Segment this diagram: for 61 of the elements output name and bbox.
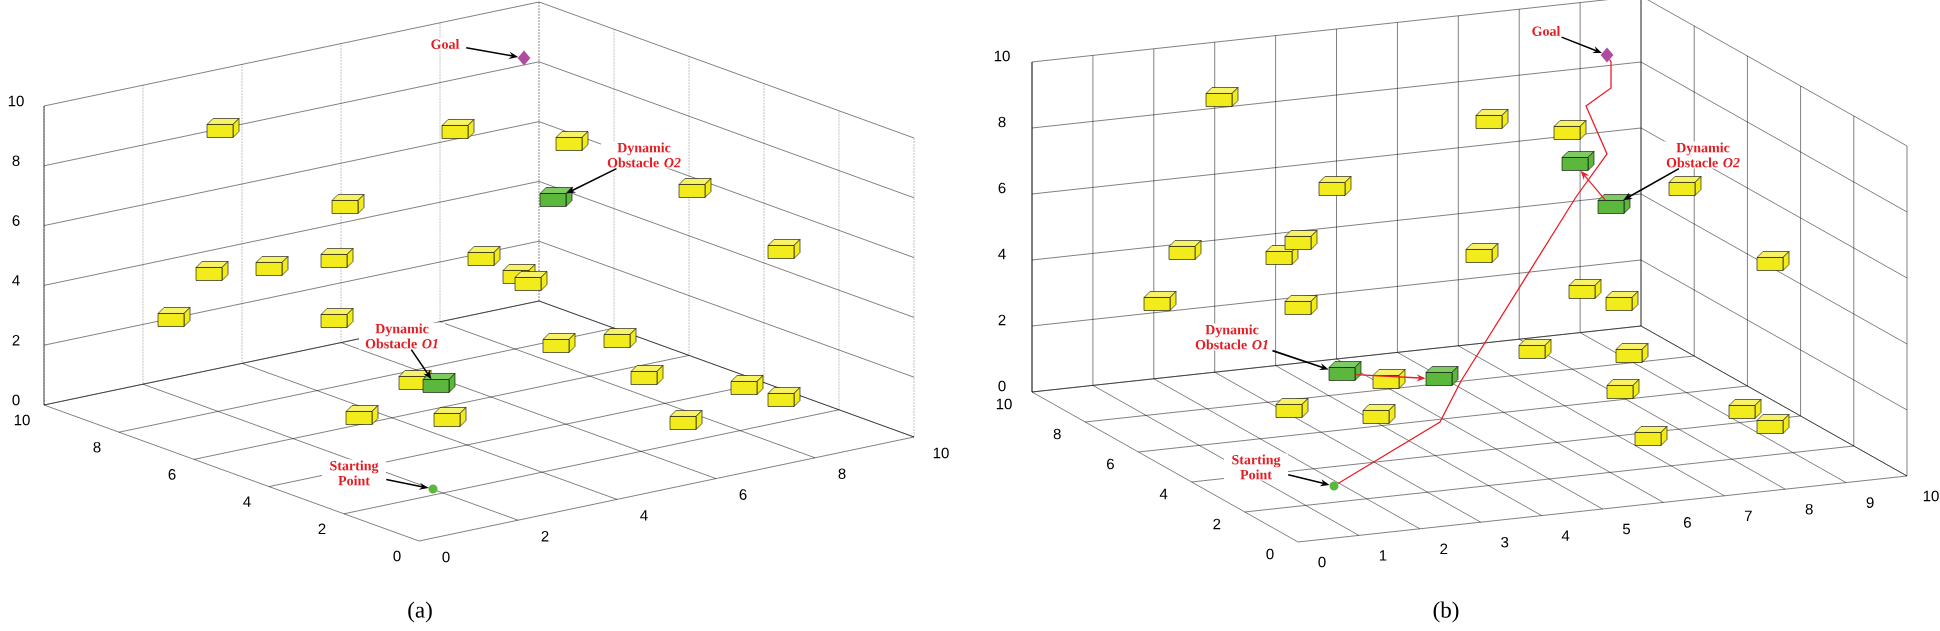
tick-label: 10 xyxy=(1923,490,1939,502)
tick-label: 2 xyxy=(1440,543,1448,555)
tick-label: 2 xyxy=(998,314,1006,326)
tick-label: 2 xyxy=(541,530,549,542)
tick-label: 0 xyxy=(442,551,450,563)
tick-label: 5 xyxy=(1622,523,1631,535)
tick-label: 2 xyxy=(12,334,20,346)
tick-label: 6 xyxy=(1684,517,1691,528)
tick-label: 3 xyxy=(1501,536,1509,548)
annotation-text: Dynamic Obstacle O2 xyxy=(601,141,687,169)
tick-label: 0 xyxy=(1318,556,1326,568)
obstacle-block xyxy=(422,373,456,393)
tick-label: 9 xyxy=(1866,497,1874,508)
tick-label: 8 xyxy=(1805,503,1813,515)
tick-label: 0 xyxy=(998,380,1006,392)
start-marker xyxy=(428,484,438,494)
goal-marker xyxy=(1600,47,1614,63)
tick-label: 6 xyxy=(1107,458,1114,470)
tick-label: 4 xyxy=(243,496,251,507)
annotation-text: Starting Point xyxy=(1224,453,1288,481)
annotation-text: Dynamic Obstacle O1 xyxy=(359,322,445,350)
tick-label: 7 xyxy=(1744,510,1752,521)
tick-label: 10 xyxy=(8,95,24,107)
obstacle-block xyxy=(539,187,573,207)
tick-label: 10 xyxy=(933,447,949,459)
tick-label: 8 xyxy=(93,441,101,453)
obstacle-block xyxy=(1561,151,1595,171)
tick-label: 0 xyxy=(1266,548,1274,560)
goal-marker xyxy=(517,50,531,66)
tick-label: 0 xyxy=(393,550,401,562)
obstacle-block xyxy=(1425,366,1459,386)
tick-label: 1 xyxy=(1379,550,1387,561)
tick-label: 8 xyxy=(838,468,846,480)
tick-label: 6 xyxy=(998,182,1006,194)
tick-label: 10 xyxy=(996,398,1012,410)
tick-label: 6 xyxy=(12,215,20,226)
tick-label: 4 xyxy=(12,275,20,286)
tick-label: 0 xyxy=(12,394,20,406)
obstacle-block xyxy=(1328,361,1362,381)
tick-label: 2 xyxy=(318,523,326,535)
tick-label: 8 xyxy=(12,155,20,167)
annotation-text: Dynamic Obstacle O1 xyxy=(1189,323,1275,351)
tick-label: 10 xyxy=(994,50,1010,62)
tick-label: 4 xyxy=(1561,530,1570,541)
annotation-text: Goal xyxy=(424,38,466,50)
tick-label: 6 xyxy=(739,489,747,500)
annotation-text: Dynamic Obstacle O2 xyxy=(1660,141,1746,169)
tick-label: 10 xyxy=(14,414,30,426)
panel-caption: (b) xyxy=(1433,601,1459,623)
annotation-text: Starting Point xyxy=(322,459,386,487)
tick-label: 6 xyxy=(168,469,176,480)
tick-label: 4 xyxy=(640,510,648,521)
tick-label: 4 xyxy=(998,248,1006,260)
start-marker xyxy=(1329,481,1339,491)
obstacle-block xyxy=(1597,194,1631,214)
panel-caption: (a) xyxy=(408,601,432,623)
tick-label: 2 xyxy=(1213,518,1221,530)
tick-label: 4 xyxy=(1159,488,1168,500)
tick-label: 8 xyxy=(998,116,1006,128)
tick-label: 8 xyxy=(1053,428,1061,440)
annotation-text: Goal xyxy=(1525,25,1567,37)
